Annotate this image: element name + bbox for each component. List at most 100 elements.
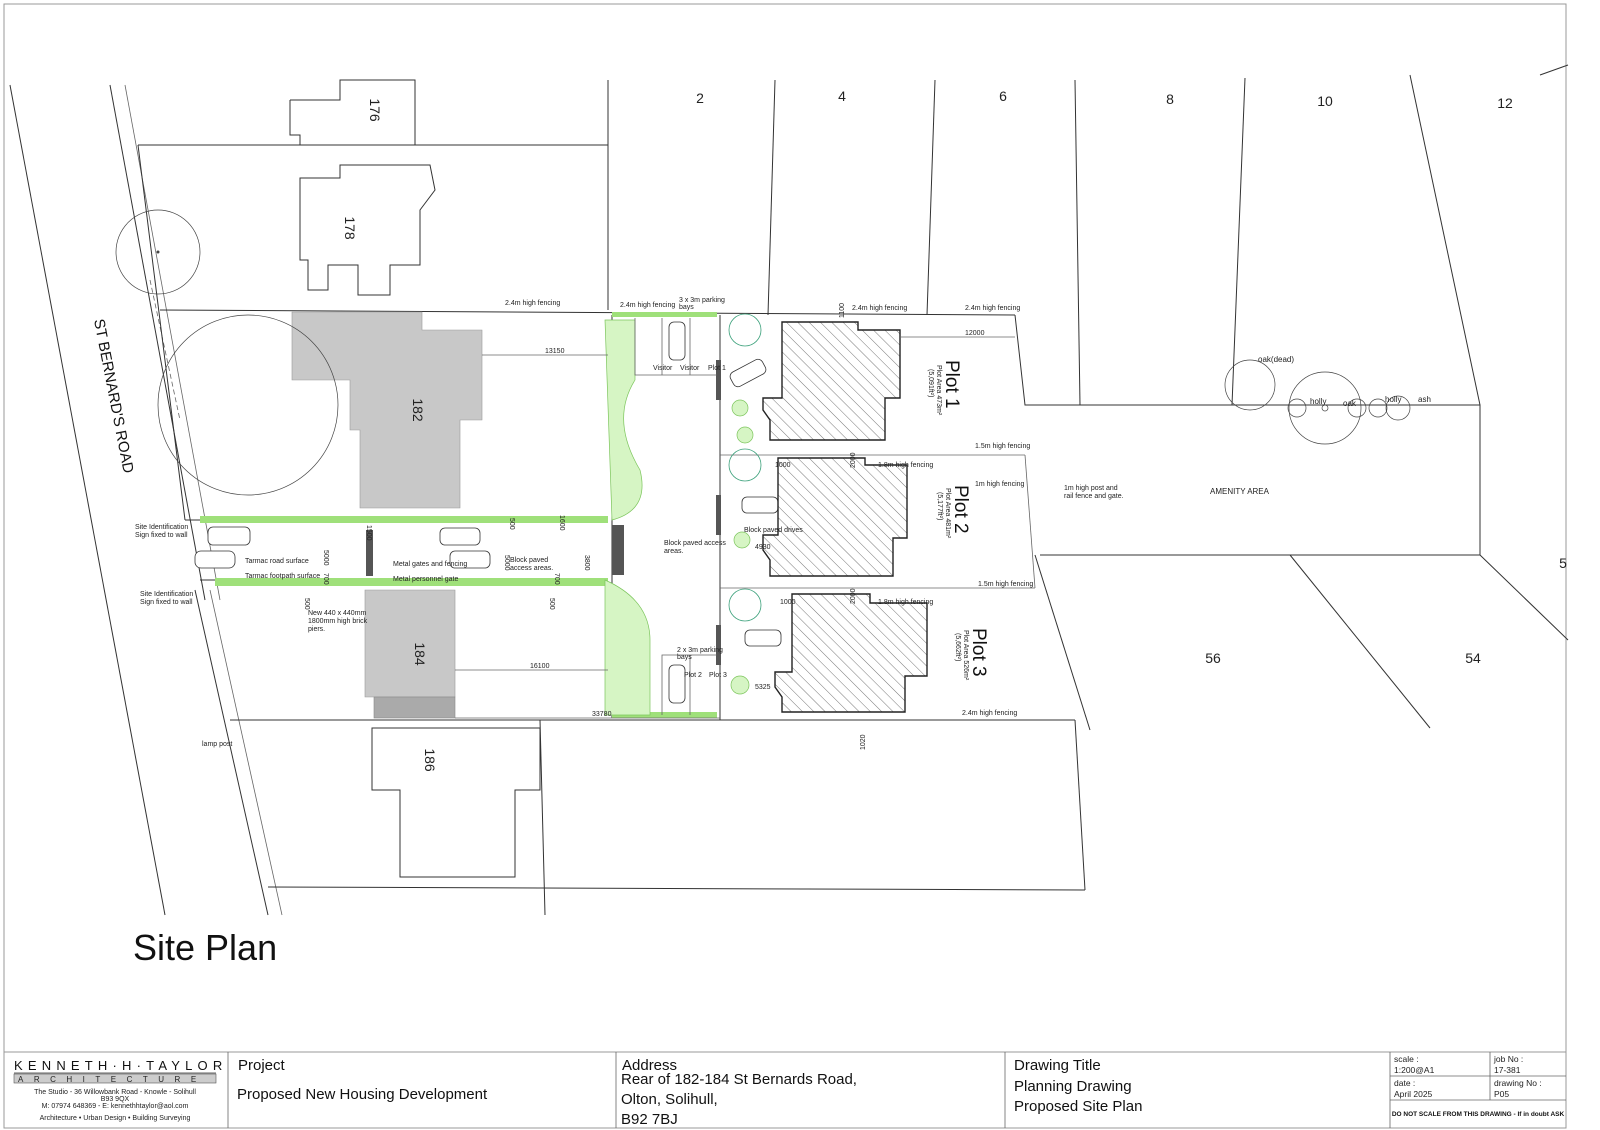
drawing-label: Tarmac road surface bbox=[245, 558, 309, 565]
annotations: 2.4m high fencing 2.4m high fencing 2.4m… bbox=[135, 297, 1431, 748]
drawing-label: 500 bbox=[508, 518, 515, 530]
drawing-label: 5000 bbox=[503, 555, 510, 571]
drawing-label: 2 x 3m parking bbox=[677, 647, 723, 654]
drawing-label: 54 bbox=[1465, 650, 1481, 666]
house-182 bbox=[291, 311, 483, 509]
drawing-label: Plot 3 bbox=[968, 628, 989, 677]
drawing-label: 12000 bbox=[965, 330, 985, 337]
drawing-label: DO NOT SCALE FROM THIS DRAWING - If in d… bbox=[1392, 1111, 1565, 1118]
drawing-label: Plot 1 bbox=[941, 360, 962, 409]
drawing-label: Plot 2 bbox=[684, 672, 702, 679]
drawing-label: 500 bbox=[303, 598, 310, 610]
plot-1-house bbox=[762, 321, 901, 441]
drawing-label: rail fence and gate. bbox=[1064, 493, 1124, 500]
drawing-label: Sign fixed to wall bbox=[135, 532, 188, 539]
drawing-label: oak bbox=[1343, 399, 1357, 408]
drawing-label: 2.4m high fencing bbox=[620, 302, 675, 309]
drawing-label: Proposed Site Plan bbox=[1014, 1098, 1142, 1115]
drawing-label: The Studio - 36 Willowbank Road - Knowle… bbox=[34, 1089, 196, 1096]
drawing-label: 186 bbox=[422, 748, 438, 772]
drawing-label: 5325 bbox=[755, 684, 771, 691]
drawing-label: B93 9QX bbox=[101, 1096, 130, 1103]
cars bbox=[194, 321, 782, 704]
drawing-label: 2000 bbox=[850, 588, 857, 604]
drawing-label: 1.8m high fencing bbox=[878, 599, 933, 606]
drawing-label: New 440 x 440mm bbox=[308, 610, 367, 617]
drawing-label: 2.4m high fencing bbox=[505, 300, 560, 307]
drawing-label: Address bbox=[622, 1057, 677, 1074]
drawing-label: 2.4m high fencing bbox=[965, 305, 1020, 312]
drawing-label: 3 x 3m parking bbox=[679, 297, 725, 304]
drawing-label: 1:200@A1 bbox=[1394, 1065, 1435, 1075]
drawing-label: Site Identification bbox=[140, 591, 193, 598]
drawing-label: 176 bbox=[367, 98, 383, 122]
existing-trees bbox=[115, 209, 1411, 496]
drawing-label: Plot Area 526m² bbox=[962, 630, 969, 681]
drawing-label: 3800 bbox=[583, 555, 590, 571]
drawing-label: date : bbox=[1394, 1078, 1415, 1088]
drawing-label: bays bbox=[677, 654, 692, 661]
drawing-label: M: 07974 648369 - E: kennethhtaylor@aol.… bbox=[42, 1103, 189, 1110]
road-lines bbox=[9, 84, 283, 916]
drawing-label: Planning Drawing bbox=[1014, 1078, 1132, 1095]
drawing-label: Rear of 182-184 St Bernards Road, bbox=[621, 1071, 857, 1088]
landscaping bbox=[200, 312, 762, 718]
drawing-label: scale : bbox=[1394, 1054, 1419, 1064]
plot-3-house bbox=[774, 593, 928, 713]
drawing-label: Architecture • Urban Design • Building S… bbox=[40, 1115, 191, 1122]
drawing-label: 1m high fencing bbox=[975, 481, 1025, 488]
drawing-label: 1020 bbox=[860, 734, 867, 750]
drawing-label: oak(dead) bbox=[1258, 355, 1294, 364]
drawing-label: 700 bbox=[553, 573, 560, 585]
drawing-label: 8 bbox=[1166, 91, 1174, 107]
plot-labels: Plot 1 Plot Area 473m² (5,091ft²) Plot 2… bbox=[927, 360, 989, 681]
drawing-label: 12 bbox=[1497, 95, 1513, 111]
drawing-label: 4930 bbox=[755, 544, 771, 551]
drawing-label: 33780 bbox=[592, 711, 612, 718]
drawing-label: Project bbox=[238, 1057, 286, 1074]
drawing-label: 2.4m high fencing bbox=[852, 305, 907, 312]
title-block: KENNETH·H·TAYLOR ARCHITECTURE The Studio… bbox=[3, 1051, 1567, 1129]
drawing-title: Site Plan bbox=[133, 927, 277, 968]
drawing-label: Site Identification bbox=[135, 524, 188, 531]
drawing-label: (5,091ft²) bbox=[927, 369, 934, 397]
drawing-label: 182 bbox=[410, 398, 426, 422]
drawing-label: Metal personnel gate bbox=[393, 576, 458, 583]
drawing-label: holly bbox=[1385, 395, 1401, 404]
drawing-label: 700 bbox=[322, 573, 329, 585]
drawing-label: access areas. bbox=[510, 565, 553, 572]
drawing-label: 500 bbox=[548, 598, 555, 610]
drawing-label: job No : bbox=[1493, 1054, 1523, 1064]
firm-sub: ARCHITECTURE bbox=[18, 1075, 207, 1084]
drawing-label: (5,177ft²) bbox=[936, 492, 943, 520]
drawing-label: 10 bbox=[1317, 93, 1333, 109]
drawing-label: 2000 bbox=[850, 452, 857, 468]
drawing-label: Drawing Title bbox=[1014, 1057, 1101, 1074]
house-184-garage bbox=[373, 696, 456, 719]
drawing-label: 178 bbox=[342, 216, 358, 240]
drawing-label: 1800mm high brick bbox=[308, 618, 368, 625]
drawing-label: 17-381 bbox=[1494, 1065, 1521, 1075]
drawing-label: 1000 bbox=[780, 599, 796, 606]
drawing-label: Block paved access bbox=[664, 540, 726, 547]
drawing-label: 1m high post and bbox=[1064, 485, 1118, 492]
drawing-label: 16100 bbox=[530, 663, 550, 670]
drawing-label: Plot 1 bbox=[708, 365, 726, 372]
house-184 bbox=[364, 589, 456, 698]
drawing-label: 2.4m high fencing bbox=[962, 710, 1017, 717]
metal-gates[interactable] bbox=[366, 530, 373, 576]
paving-apron bbox=[612, 525, 624, 575]
drawing-label: 5000 bbox=[322, 550, 329, 566]
drawing-label: 1000 bbox=[775, 462, 791, 469]
drawing-label: 1.5m high fencing bbox=[978, 581, 1033, 588]
drawing-label: Metal gates and fencing bbox=[393, 561, 467, 568]
drawing-label: Sign fixed to wall bbox=[140, 599, 193, 606]
drawing-label: 1.8m high fencing bbox=[878, 462, 933, 469]
drawing-label: Visitor bbox=[680, 365, 700, 372]
drawing-label: Plot Area 473m² bbox=[935, 365, 942, 416]
drawing-label: P05 bbox=[1494, 1089, 1509, 1099]
drawing-label: Visitor bbox=[653, 365, 673, 372]
drawing-label: ash bbox=[1418, 395, 1431, 404]
drawing-label: 13150 bbox=[545, 348, 565, 355]
